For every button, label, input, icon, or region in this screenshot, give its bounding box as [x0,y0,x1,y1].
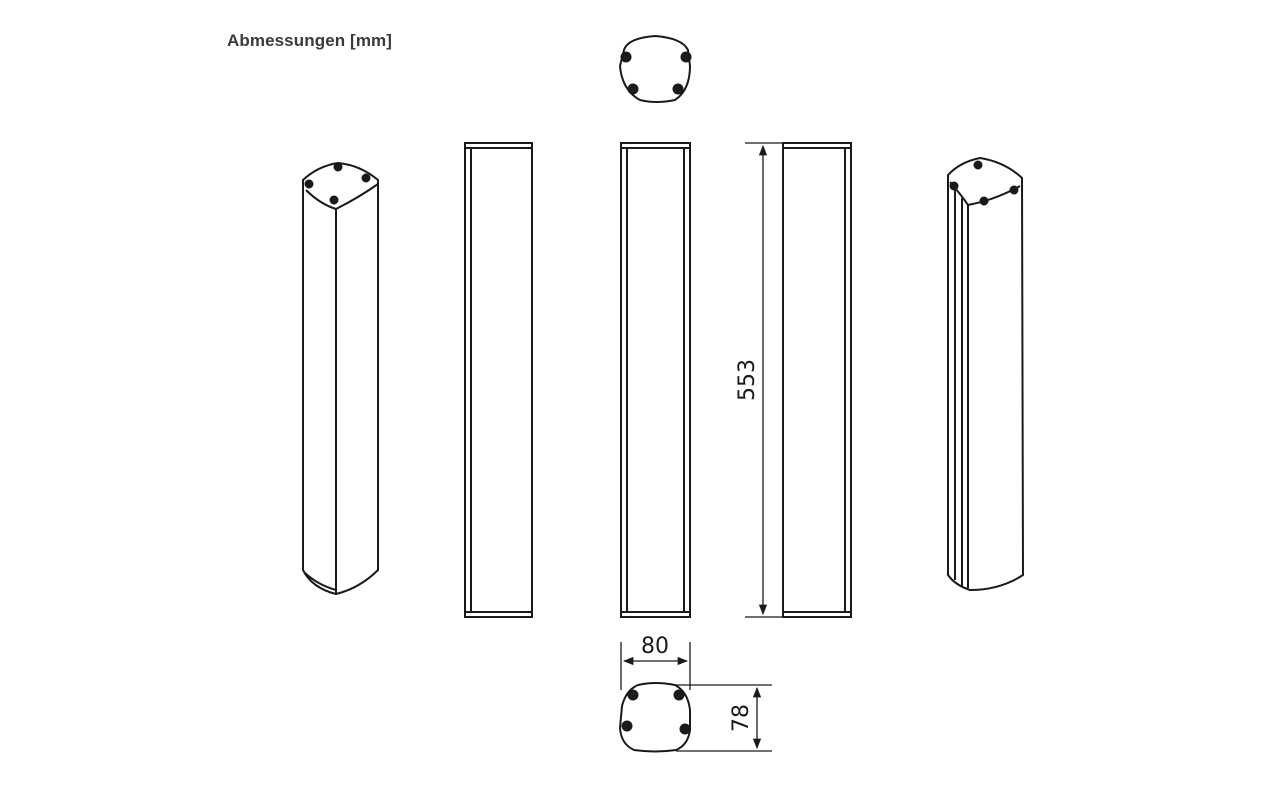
front-view [620,142,691,618]
screw-hole [304,179,314,189]
screw-hole [620,51,632,63]
screw-hole [329,195,339,205]
screw-hole [1009,185,1019,195]
depth-dimension-label: 78 [729,704,754,732]
top-view [618,34,692,103]
screw-hole [979,196,989,206]
side-view-left [464,142,533,618]
page-title: Abmessungen [mm] [227,31,393,50]
screw-hole [679,723,691,735]
right-perspective-view [947,156,1025,592]
screw-hole [673,689,685,701]
screw-hole [627,83,639,95]
screw-hole [680,51,692,63]
height-dimension [745,142,783,618]
side-view-right [782,142,852,618]
height-dimension-label: 553 [735,359,760,401]
depth-dimension [676,684,772,752]
screw-hole [973,160,983,170]
bottom-view [618,682,691,753]
left-perspective-view [302,161,379,596]
width-dimension [620,642,691,690]
screw-hole [621,720,633,732]
screw-hole [361,173,371,183]
width-dimension-label: 80 [641,634,669,659]
screw-hole [672,83,684,95]
screw-hole [627,689,639,701]
screw-hole [333,162,343,172]
screw-hole [949,181,959,191]
